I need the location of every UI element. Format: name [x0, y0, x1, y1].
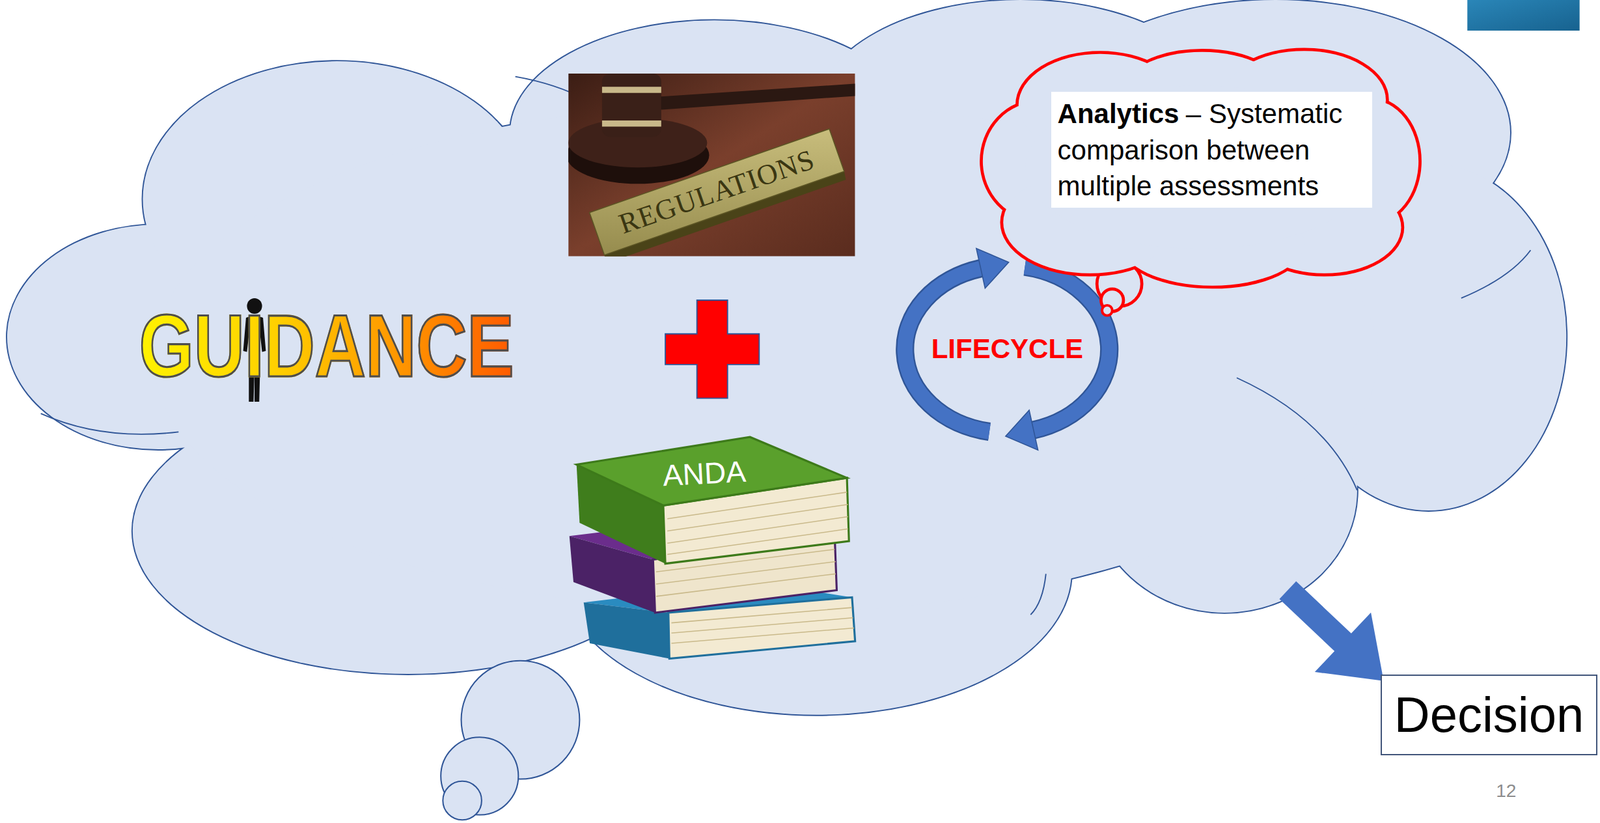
gavel-head [602, 73, 662, 137]
callout-cloud-fill [982, 50, 1419, 286]
cycle-arrowhead [1005, 410, 1039, 450]
page-number: 12 [1495, 780, 1517, 802]
cloud-arc [41, 413, 180, 435]
regulations-photo [568, 73, 855, 257]
book-title: ANDA [661, 453, 746, 494]
gavel-band [602, 86, 662, 93]
decision-label: Decision [1394, 686, 1584, 743]
plaque-text-holder: REGULATIONS [614, 142, 819, 241]
lifecycle-label-holder: LIFECYCLE [931, 333, 1084, 365]
analytics-callout-cloud: Analytics– Systematic comparison between… [977, 48, 1421, 286]
book-stack [569, 436, 856, 659]
thought-cloud-outline [7, 0, 1567, 715]
thought-bubble [442, 781, 482, 821]
decision-box: Decision [1380, 674, 1598, 756]
wood-background [568, 73, 855, 257]
plaque-text: REGULATIONS [614, 142, 819, 241]
guidance-logo-text-holder: GUIDANCE [139, 307, 515, 386]
lifecycle-label: LIFECYCLE [931, 333, 1084, 365]
lifecycle-arrows [904, 248, 1110, 451]
cycle-arrowhead [976, 248, 1009, 289]
callout-heading: Analytics [1057, 98, 1180, 129]
guidance-logo-text: GUIDANCE [139, 298, 515, 396]
book-title-holder: ANDA [661, 453, 746, 494]
cloud-arc [1461, 249, 1532, 299]
cloud-inner-arcs [41, 76, 1532, 615]
book-cover [576, 436, 847, 506]
decision-arrow [1279, 581, 1384, 681]
cloud-arc [1236, 377, 1358, 491]
callout-cloud-stroke [982, 50, 1419, 286]
gavel-handle [652, 83, 855, 111]
corner-tab [1467, 0, 1580, 31]
callout-bubble [1102, 305, 1113, 316]
gavel-band [602, 120, 662, 127]
page-number-holder: 12 [1495, 780, 1517, 802]
page-lines [671, 607, 855, 644]
thought-cloud-fill [7, 0, 1567, 715]
plus-sign [665, 300, 759, 399]
cloud-arc [1030, 573, 1047, 615]
name-plate [589, 128, 845, 256]
sound-block-top [568, 118, 707, 168]
callout-text-box: Analytics– Systematic comparison between… [1051, 91, 1373, 208]
